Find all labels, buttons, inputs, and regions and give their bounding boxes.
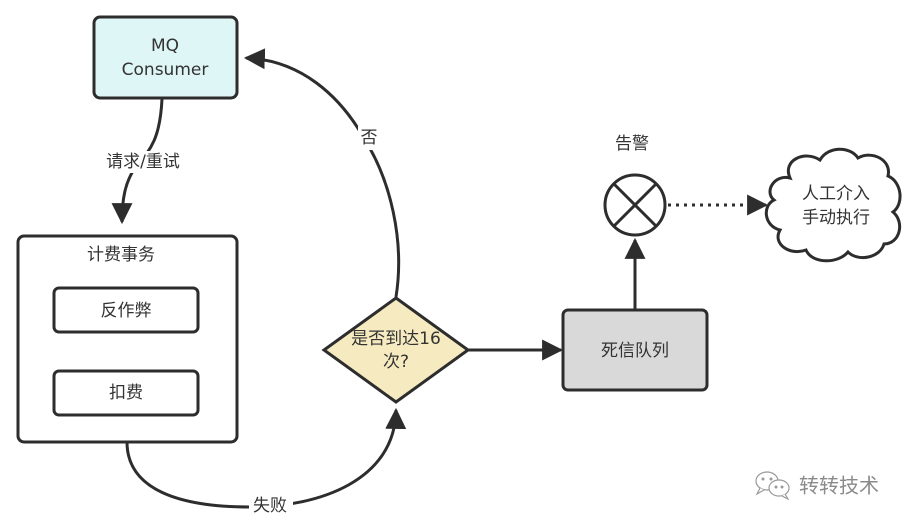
edge-label-bg bbox=[249, 495, 293, 517]
node-manual-intervention[interactable]: 人工介入 手动执行 bbox=[764, 147, 902, 263]
wechat-icon bbox=[755, 471, 790, 501]
node-anti-fraud[interactable]: 反作弊 bbox=[52, 286, 200, 334]
decision-label-line2: 次? bbox=[383, 352, 409, 372]
mq-consumer-label-line1: MQ bbox=[151, 36, 179, 56]
edge-label-request-retry: 请求/重试 bbox=[106, 152, 180, 172]
edge-no-line bbox=[243, 48, 401, 298]
edge-no: 否 bbox=[243, 48, 401, 298]
deduct-fee-box bbox=[52, 369, 200, 417]
edge-label-bg bbox=[358, 126, 380, 150]
deduct-fee-label: 扣费 bbox=[109, 383, 143, 403]
node-decision[interactable]: 是否到达16 次? bbox=[321, 296, 471, 404]
edge-label-failed: 失败 bbox=[253, 496, 287, 516]
watermark-text: 转转技术 bbox=[799, 474, 879, 498]
edge-label-no: 否 bbox=[361, 128, 378, 148]
node-alert[interactable]: 告警 bbox=[603, 134, 667, 237]
alert-label: 告警 bbox=[615, 134, 649, 154]
mq-consumer-label-line2: Consumer bbox=[122, 60, 209, 80]
edge-failed: 失败 bbox=[125, 407, 407, 517]
billing-transaction-title: 计费事务 bbox=[87, 245, 155, 265]
node-dead-letter-queue[interactable]: 死信队列 bbox=[561, 308, 709, 392]
anti-fraud-label: 反作弊 bbox=[101, 301, 152, 321]
decision-diamond bbox=[321, 296, 471, 404]
watermark: 转转技术 bbox=[755, 471, 879, 501]
edge-label-bg bbox=[97, 151, 189, 173]
node-deduct-fee[interactable]: 扣费 bbox=[52, 369, 200, 417]
dead-letter-queue-box bbox=[561, 308, 709, 392]
cloud-shape bbox=[764, 147, 902, 263]
edge-request-retry: 请求/重试 bbox=[97, 98, 189, 225]
anti-fraud-box bbox=[52, 286, 200, 334]
mq-consumer-box bbox=[92, 15, 239, 100]
decision-label-line1: 是否到达16 bbox=[351, 329, 441, 349]
dead-letter-queue-label: 死信队列 bbox=[601, 341, 669, 361]
node-mq-consumer[interactable]: MQ Consumer bbox=[92, 15, 239, 100]
manual-label-line1: 人工介入 bbox=[802, 184, 870, 204]
alert-x-circle-icon bbox=[603, 173, 667, 237]
manual-label-line2: 手动执行 bbox=[802, 208, 870, 228]
